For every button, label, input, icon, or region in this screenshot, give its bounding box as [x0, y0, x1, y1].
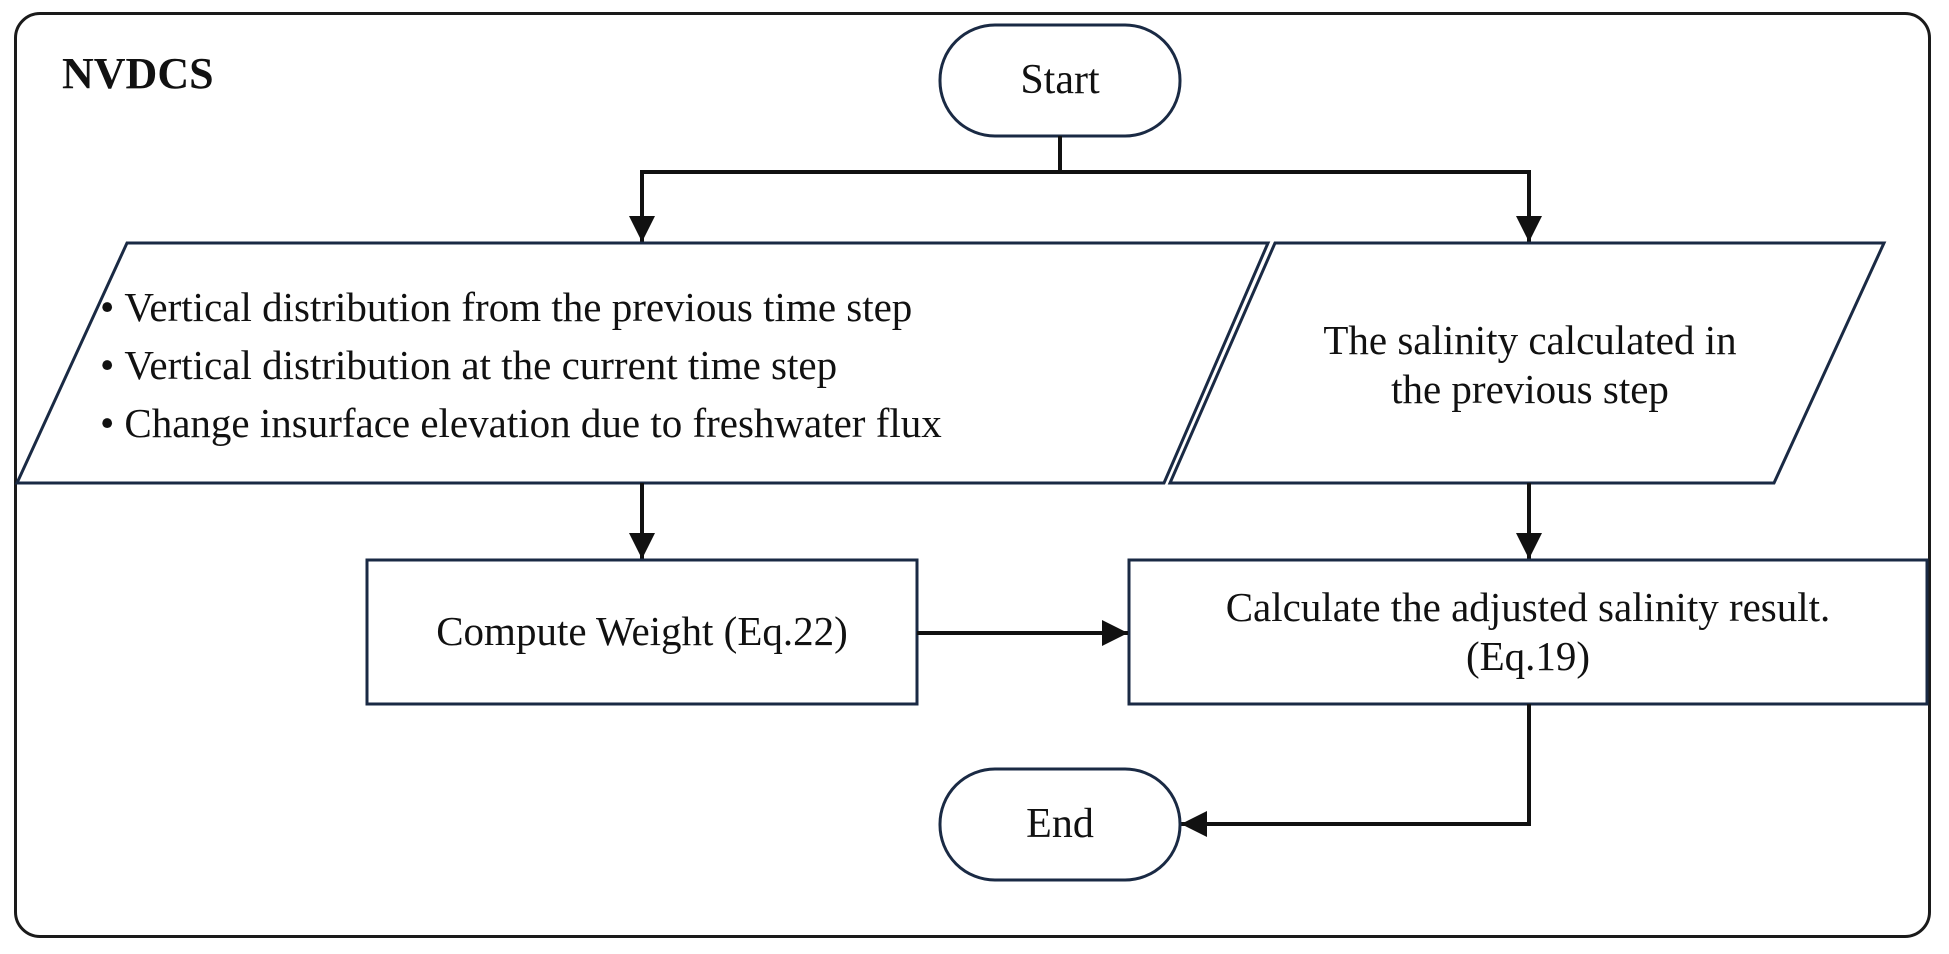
- start-label: Start: [1020, 57, 1100, 104]
- edge-calculate-to-end: [1181, 704, 1531, 837]
- right-input-line-2: the previous step: [1391, 366, 1669, 412]
- calculate-result-label: Calculate the adjusted salinity result. …: [1129, 560, 1927, 704]
- calculate-result-box: [1127, 558, 1929, 706]
- right-input-parallelogram: [1167, 241, 1887, 485]
- compute-weight-label: Compute Weight (Eq.22): [436, 608, 848, 655]
- diagram-title: NVDCS: [62, 49, 214, 98]
- left-input-item: Vertical distribution from the previous …: [100, 278, 942, 336]
- right-input-label: The salinity calculated in the previous …: [1240, 305, 1820, 425]
- end-label: End: [1026, 801, 1094, 848]
- calculate-result-line-1: Calculate the adjusted salinity result.: [1225, 583, 1831, 630]
- left-input-item: Vertical distribution at the current tim…: [100, 336, 942, 394]
- edge-start-to-left-input: [629, 170, 1060, 242]
- end-terminal: [938, 767, 1182, 882]
- left-input-list: Vertical distribution from the previous …: [100, 278, 942, 452]
- right-input-line-1: The salinity calculated in: [1323, 316, 1737, 363]
- calculate-result-line-2: (Eq.19): [1465, 633, 1591, 679]
- diagram-frame: [14, 12, 1931, 938]
- edge-start-to-right-input: [1060, 170, 1542, 242]
- left-input-item: Change insurface elevation due to freshw…: [100, 394, 941, 452]
